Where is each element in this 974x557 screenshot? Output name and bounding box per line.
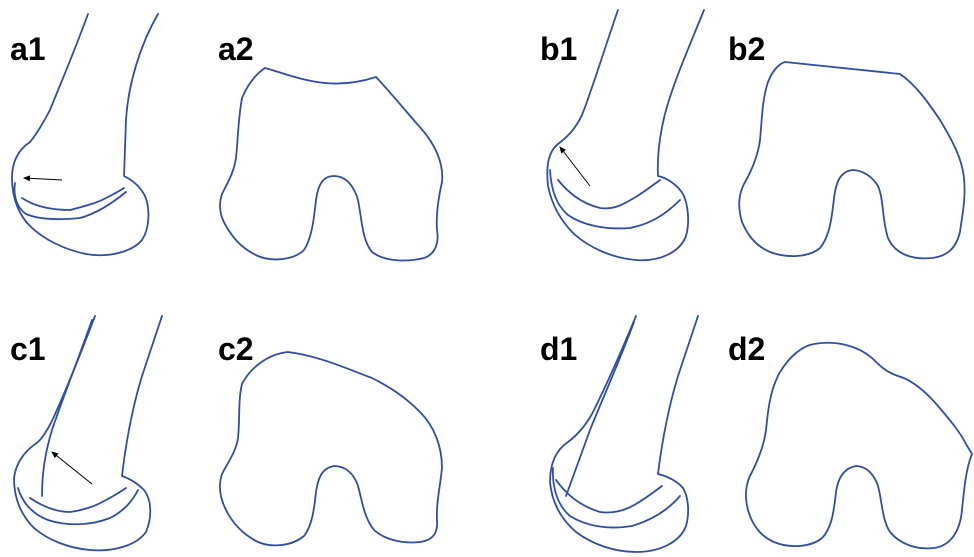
condyle-front-outline — [746, 343, 972, 549]
condyle-front-outline — [220, 352, 442, 545]
panel-label-c1: c1 — [10, 331, 46, 367]
growth-plate-line — [22, 188, 124, 210]
shaft-inner-line — [42, 320, 92, 496]
panel-label-a2: a2 — [218, 31, 254, 67]
growth-plate-line — [556, 480, 662, 513]
panel-label-c2: c2 — [218, 331, 254, 367]
panel-d2: d2 — [728, 331, 972, 548]
panel-label-d1: d1 — [540, 331, 577, 367]
panel-label-d2: d2 — [728, 331, 765, 367]
condyle-outline — [14, 183, 126, 219]
condyle-front-outline — [220, 68, 442, 260]
panel-label-b1: b1 — [540, 31, 577, 67]
panel-b2: b2 — [728, 31, 965, 258]
panel-c2: c2 — [218, 331, 442, 545]
condyle-front-outline — [739, 62, 964, 258]
panel-b1: b1 — [540, 10, 704, 260]
condyle-outline — [18, 488, 138, 524]
growth-plate-line — [30, 488, 126, 512]
panel-c1: c1 — [10, 316, 162, 550]
condyle-outline — [550, 170, 680, 228]
panel-label-b2: b2 — [728, 31, 765, 67]
arrow-indicator — [24, 178, 62, 180]
panel-d1: d1 — [540, 316, 698, 552]
panel-a1: a1 — [10, 14, 158, 255]
panel-a2: a2 — [218, 31, 442, 260]
growth-plate-line — [558, 180, 660, 208]
arrow-indicator — [560, 147, 590, 186]
arrow-indicator — [52, 452, 92, 484]
panel-label-a1: a1 — [10, 31, 46, 67]
